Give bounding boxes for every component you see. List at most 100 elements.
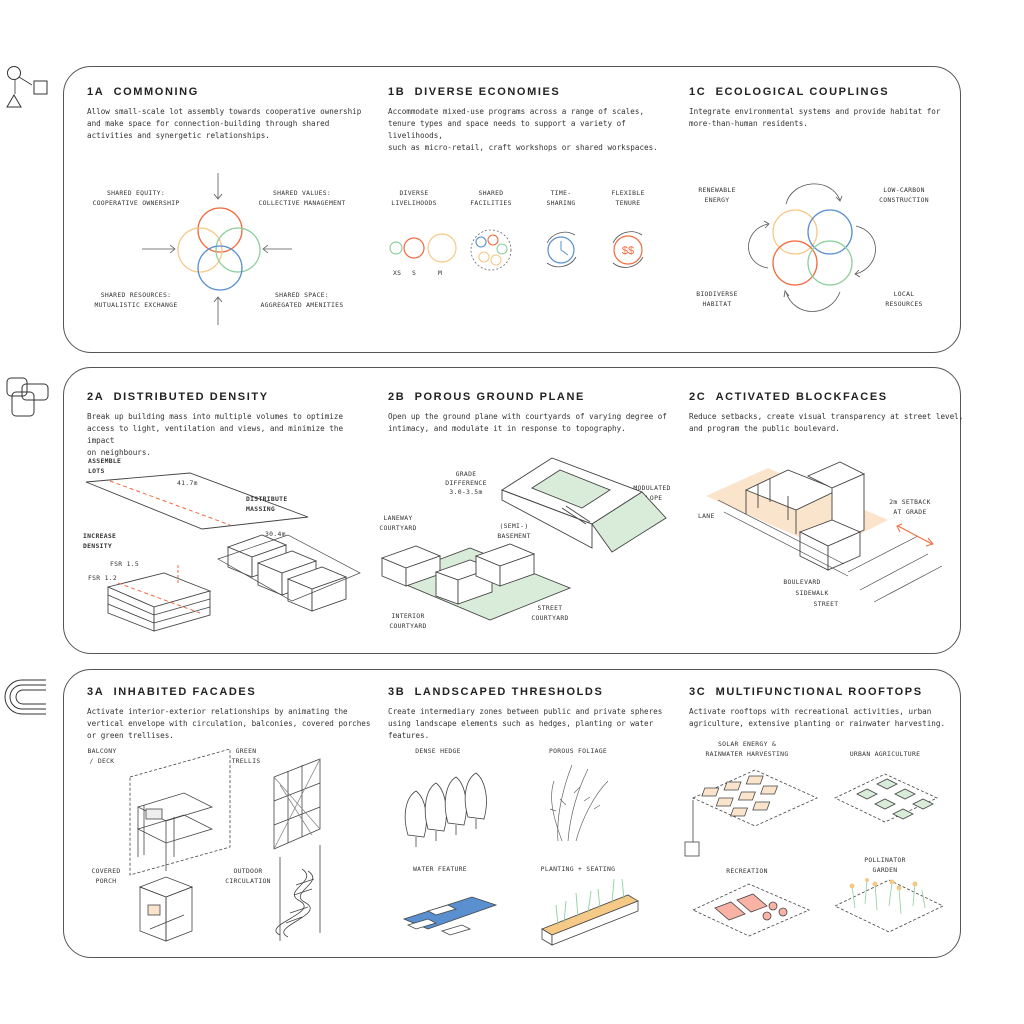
agriculture-roof-drawing [834, 773, 938, 823]
label-shared-space: SHARED SPACE:AGGREGATED AMENITIES [261, 291, 344, 309]
section-title: 1C ECOLOGICAL COUPLINGS [689, 86, 890, 98]
label-shared-resources: SHARED RESOURCES:MUTUALISTIC EXCHANGE [95, 291, 178, 309]
panel-row-2 [63, 367, 961, 654]
trellis-drawing [273, 758, 321, 850]
sloped-block [501, 457, 667, 553]
label-time-sharing: TIME-SHARING [546, 189, 575, 207]
size-xs-circle [389, 241, 403, 255]
balcony-drawing [129, 748, 231, 876]
svg-text:URBAN AGRICULTURE: URBAN AGRICULTURE [850, 750, 921, 758]
pollinator-roof-drawing [834, 878, 944, 933]
solar-roof-drawing [684, 769, 818, 857]
circle-orange [197, 207, 243, 253]
planting-seating-drawing [541, 878, 639, 946]
section-description: Activate rooftops with recreational acti… [689, 707, 946, 728]
section-2c: 2C ACTIVATED BLOCKFACES Reduce setbacks,… [689, 391, 974, 435]
courtyard-blocks [380, 543, 572, 621]
circle-green [215, 227, 261, 273]
label-basement: (SEMI-)BASEMENT [497, 522, 530, 540]
section-title: 2C ACTIVATED BLOCKFACES [689, 391, 888, 403]
section-2b: 2B POROUS GROUND PLANE Open up the groun… [388, 391, 673, 435]
panel-row-3 [63, 669, 961, 958]
section-1a: 1A COMMONING Allow small-scale lot assem… [87, 86, 372, 142]
section-title: 3C MULTIFUNCTIONAL ROOFTOPS [689, 686, 923, 698]
section-1b: 1B DIVERSE ECONOMIES Accommodate mixed-u… [388, 86, 673, 154]
label-balcony: BALCONY/ DECK [87, 747, 116, 765]
circle-yellow [177, 227, 223, 273]
clock-icon [546, 231, 577, 268]
svg-text:DENSE HEDGE: DENSE HEDGE [415, 747, 461, 755]
nested-c-icon [4, 679, 46, 715]
section-title: 3A INHABITED FACADES [87, 686, 257, 698]
thresholds-diagram: DENSE HEDGE POROUS FOLIAGE WATER FEATURE… [402, 747, 639, 946]
svg-text:RECREATION: RECREATION [726, 867, 767, 875]
massing-blocks [226, 534, 348, 612]
section-description: Integrate environmental systems and prov… [689, 107, 941, 128]
section-description: Allow small-scale lot assembly towards c… [87, 107, 362, 140]
section-description: Open up the ground plane with courtyards… [388, 412, 667, 433]
setback-arrow-icon [896, 523, 934, 547]
section-description: Accommodate mixed-use programs across a … [388, 107, 658, 152]
section-1c: 1C ECOLOGICAL COUPLINGS Integrate enviro… [689, 86, 974, 130]
section-2a: 2A DISTRIBUTED DENSITY Break up building… [87, 391, 372, 459]
shapes-icon [6, 66, 48, 108]
section-description: Break up building mass into multiple vol… [87, 412, 344, 457]
rooftops-diagram: SOLAR ENERGY &RAINWATER HARVESTING URBAN… [684, 740, 944, 937]
svg-text:LANE: LANE [698, 512, 715, 520]
cycle-arrows-icon [748, 183, 876, 312]
section-3b: 3B LANDSCAPED THRESHOLDS Create intermed… [388, 686, 673, 742]
svg-text:41.7m: 41.7m [177, 479, 198, 487]
section-3a: 3A INHABITED FACADES Activate interior-e… [87, 686, 372, 742]
svg-text:$$: $$ [622, 245, 634, 257]
commoning-diagram: SHARED EQUITY:COOPERATIVE OWNERSHIP SHAR… [92, 173, 345, 325]
section-title: 1A COMMONING [87, 86, 199, 98]
section-title: 2B POROUS GROUND PLANE [388, 391, 585, 403]
porch-drawing [138, 876, 194, 942]
recreation-roof-drawing [692, 883, 811, 937]
water-feature-drawing [402, 896, 498, 936]
hedge-drawing [404, 772, 487, 847]
section-title: 3B LANDSCAPED THRESHOLDS [388, 686, 604, 698]
stair-drawing [275, 845, 321, 941]
svg-text:FSR 1.5: FSR 1.5 [110, 560, 139, 568]
label-shared-values: SHARED VALUES:COLLECTIVE MANAGEMENT [258, 189, 345, 207]
svg-text:WATER FEATURE: WATER FEATURE [413, 865, 467, 873]
label-shared-equity: SHARED EQUITY:COOPERATIVE OWNERSHIP [92, 189, 179, 207]
section-title: 1B DIVERSE ECONOMIES [388, 86, 561, 98]
blockface-building [744, 461, 866, 571]
svg-text:M: M [438, 269, 442, 277]
svg-text:30.4m: 30.4m [265, 530, 286, 538]
size-m-circle [427, 233, 457, 263]
svg-text:FSR 1.2: FSR 1.2 [88, 574, 117, 582]
section-description: Reduce setbacks, create visual transpare… [689, 412, 964, 433]
arrow-icon [142, 173, 292, 325]
svg-text:S: S [412, 269, 416, 277]
section-description: Activate interior-exterior relationships… [87, 707, 371, 740]
svg-text:POROUS FOLIAGE: POROUS FOLIAGE [549, 747, 607, 755]
circle-blue [197, 245, 243, 291]
